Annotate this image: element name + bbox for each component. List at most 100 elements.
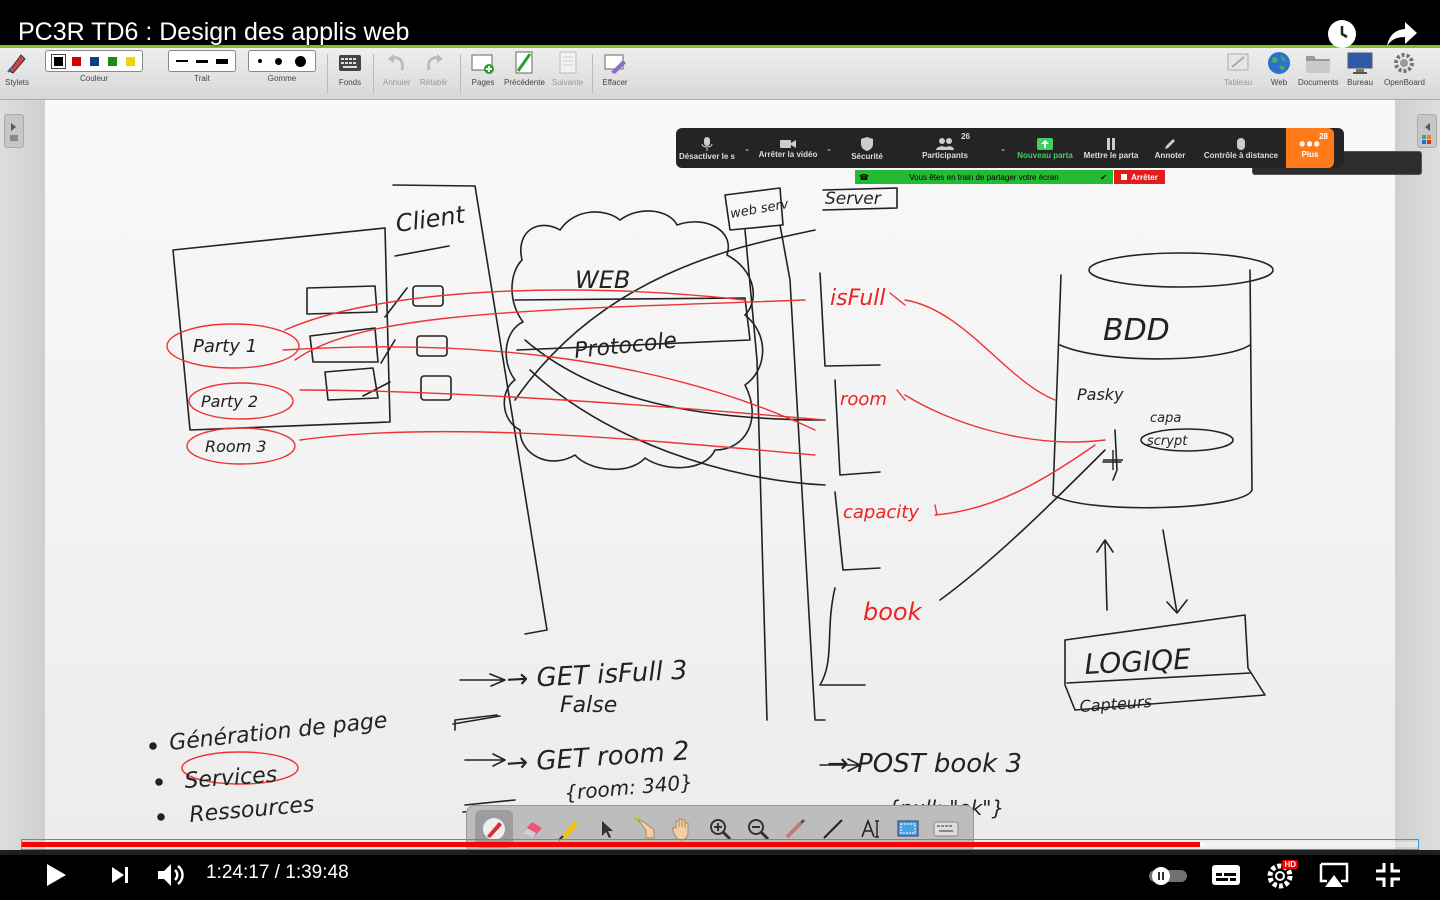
hand-icon <box>671 818 689 841</box>
screen-capture-icon <box>897 820 919 837</box>
laser-pointer-tool[interactable] <box>777 810 815 848</box>
pen-tool[interactable] <box>475 810 513 848</box>
stylets-group[interactable]: Stylets <box>4 50 30 87</box>
color-swatch-green[interactable] <box>103 52 121 70</box>
red-handwritten-labels: isFull room capacity book <box>830 286 923 626</box>
zoom-more-button[interactable]: ••• Plus 28 <box>1286 128 1334 168</box>
pages-button[interactable]: Pages <box>470 50 496 87</box>
book-label: book <box>863 598 923 626</box>
autoplay-toggle[interactable] <box>1146 858 1190 892</box>
text-tool[interactable] <box>852 810 890 848</box>
eraser-small[interactable] <box>258 59 263 63</box>
share-arrow-icon[interactable] <box>1386 18 1418 50</box>
virtual-keyboard-tool[interactable] <box>927 810 965 848</box>
play-button[interactable] <box>38 858 74 892</box>
zoom-annotate-button[interactable]: Annoter <box>1144 128 1196 168</box>
mute-options-chevron-icon[interactable]: ⌄ <box>743 142 751 153</box>
stroke-thick[interactable] <box>216 58 228 64</box>
mouse-icon <box>1237 137 1245 150</box>
couleur-label: Couleur <box>79 74 108 83</box>
response-room: {room: 340} <box>563 770 694 805</box>
isfull-label: isFull <box>830 286 886 311</box>
whiteboard-canvas[interactable]: Client WEB Protocole web serv Server BDD… <box>45 100 1395 855</box>
zoom-video-button[interactable]: Arrêter la vidéo <box>756 128 820 168</box>
settings-gear-icon <box>1267 863 1293 889</box>
color-swatch-black[interactable] <box>49 52 67 70</box>
selector-tool[interactable] <box>588 810 626 848</box>
hand-tool[interactable] <box>663 810 701 848</box>
documents-button[interactable]: Documents <box>1298 50 1338 87</box>
web-button[interactable]: Web <box>1266 50 1292 87</box>
participants-icon <box>936 137 954 150</box>
capture-tool[interactable] <box>890 810 928 848</box>
stroke-medium[interactable] <box>196 59 208 63</box>
left-drawer-toggle[interactable] <box>4 114 24 148</box>
eraser-large[interactable] <box>294 55 306 67</box>
zoom-pause-share-button[interactable]: Mettre le parta <box>1078 128 1144 168</box>
exit-fullscreen-button[interactable] <box>1370 858 1406 892</box>
capa-label: capa <box>1150 411 1181 426</box>
toolbar-divider <box>327 54 328 94</box>
volume-button[interactable] <box>154 858 190 892</box>
next-video-button[interactable] <box>102 858 138 892</box>
zoom-mute-button[interactable]: Désactiver le s <box>676 128 738 168</box>
annuler-button[interactable]: Annuler <box>383 50 411 87</box>
precedente-button[interactable]: Précédente <box>504 50 545 87</box>
stroke-thin[interactable] <box>176 60 188 62</box>
color-swatch-red[interactable] <box>67 52 85 70</box>
pencil-icon <box>1165 138 1175 149</box>
black-handwritten-labels: Client WEB Protocole web serv Server BDD… <box>168 189 1192 828</box>
total-duration: 1:39:48 <box>285 862 349 883</box>
zoom-out-icon <box>747 819 769 841</box>
settings-button[interactable]: HD <box>1262 858 1298 892</box>
whiteboard-drawing: Client WEB Protocole web serv Server BDD… <box>149 184 1274 828</box>
more-dots-icon: ••• <box>1299 133 1321 154</box>
participants-options-chevron-icon[interactable]: ⌄ <box>999 142 1007 153</box>
zoom-in-tool[interactable] <box>701 810 739 848</box>
eraser-medium[interactable] <box>274 57 282 65</box>
time-separator: / <box>269 862 286 883</box>
zoom-annotate-label: Annoter <box>1154 150 1186 160</box>
retablir-button[interactable]: Rétablir <box>420 50 448 87</box>
bullet-services: Services <box>184 763 278 794</box>
red-ink-strokes <box>166 289 1106 785</box>
suivante-button[interactable]: Suivante <box>552 50 583 87</box>
zoom-remote-control-button[interactable]: Contrôle à distance <box>1196 128 1286 168</box>
line-tool[interactable] <box>814 810 852 848</box>
zoom-remote-label: Contrôle à distance <box>1203 150 1279 160</box>
video-title[interactable]: PC3R TD6 : Design des applis web <box>18 18 410 46</box>
video-options-chevron-icon[interactable]: ⌄ <box>825 142 833 153</box>
watch-later-clock-icon[interactable] <box>1326 18 1358 50</box>
scrypt-label: scrypt <box>1147 434 1188 449</box>
zoom-participants-button[interactable]: Participants 26 <box>896 128 994 168</box>
zoom-security-button[interactable]: Sécurité <box>838 128 896 168</box>
fonds-button[interactable]: Fonds <box>337 50 363 87</box>
shield-icon <box>861 136 873 151</box>
request-post-book: → POST book 3 <box>827 749 1022 779</box>
color-swatch-blue[interactable] <box>85 52 103 70</box>
text-tool-icon <box>860 818 879 838</box>
zoom-out-tool[interactable] <box>739 810 777 848</box>
effacer-button[interactable]: Effacer <box>602 50 628 87</box>
video-progress-bar[interactable] <box>21 839 1419 850</box>
subtitles-button[interactable] <box>1208 858 1244 892</box>
server-label: Server <box>825 189 882 209</box>
color-swatch-yellow[interactable] <box>121 52 139 70</box>
right-drawer-toggle[interactable] <box>1417 114 1437 148</box>
interact-tool[interactable] <box>626 810 664 848</box>
zoom-stop-share-button[interactable]: Arrêter <box>1114 170 1165 184</box>
zoom-new-share-label: Nouveau parta <box>1017 150 1073 160</box>
pasky-label: Pasky <box>1077 385 1124 404</box>
stroke-widths <box>168 50 236 72</box>
crosshair-cursor-icon <box>1103 450 1123 470</box>
zoom-new-share-button[interactable]: Nouveau parta <box>1012 128 1078 168</box>
bureau-button[interactable]: Bureau <box>1347 50 1373 87</box>
cast-button[interactable] <box>1316 858 1352 892</box>
eraser-icon <box>521 822 542 838</box>
openboard-menu-button[interactable]: OpenBoard <box>1384 50 1425 87</box>
eraser-tool[interactable] <box>513 810 551 848</box>
next-page-icon <box>555 50 581 76</box>
tableau-button[interactable]: Tableau <box>1224 50 1252 87</box>
stylets-pen-icon[interactable] <box>4 50 30 76</box>
